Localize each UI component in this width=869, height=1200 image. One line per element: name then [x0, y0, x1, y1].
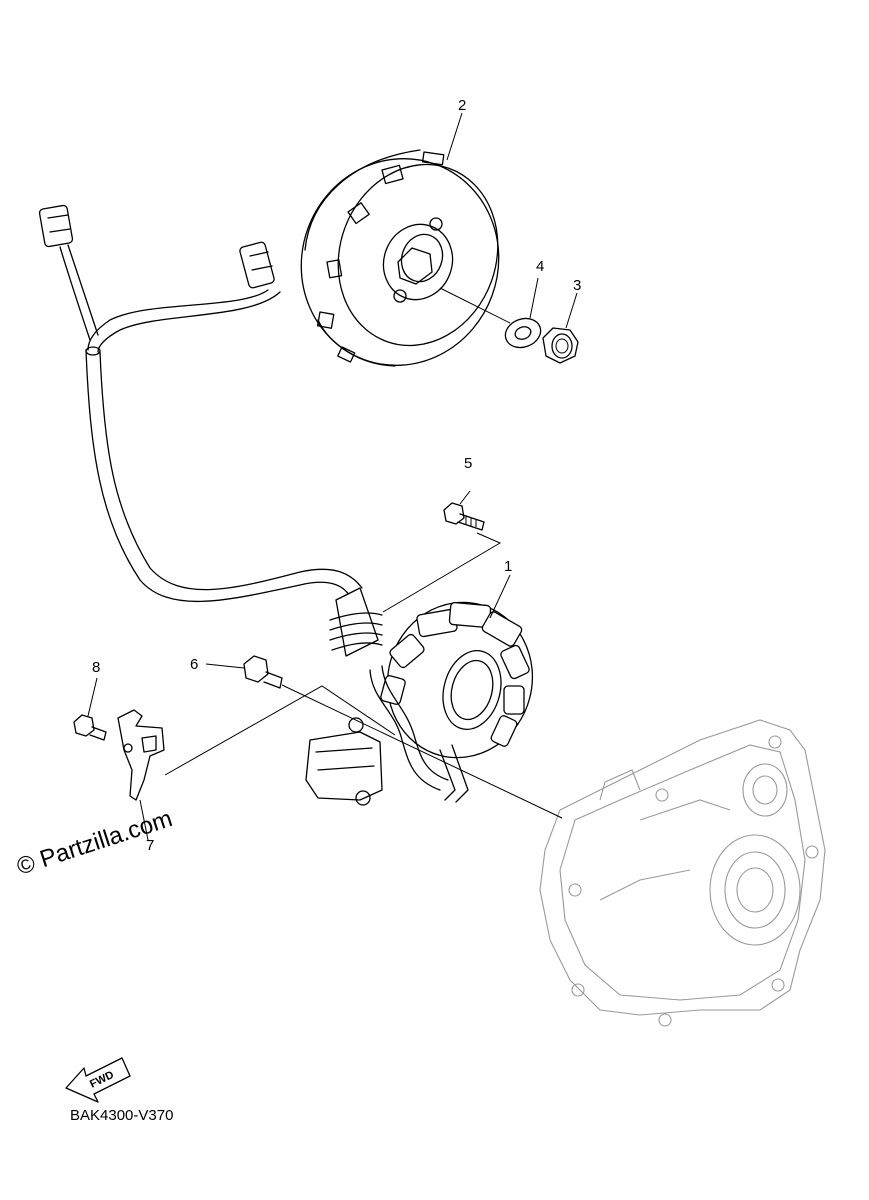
- callout-1: 1: [504, 558, 512, 575]
- flywheel-rotor: [300, 149, 511, 367]
- washer: [504, 277, 542, 349]
- wire-harness: [38, 204, 383, 657]
- callout-8: 8: [92, 659, 100, 676]
- callout-5: 5: [464, 455, 472, 472]
- fwd-arrow-icon: FWD: [65, 1057, 131, 1103]
- stator-assembly: [305, 601, 534, 806]
- callout-3: 3: [573, 277, 581, 294]
- callout-6: 6: [190, 656, 198, 673]
- callout-7: 7: [146, 837, 154, 854]
- callout-2: 2: [458, 97, 466, 114]
- crankcase-cover-ghost: [539, 719, 826, 1027]
- bolt-8: [73, 677, 107, 741]
- plate-7: [117, 685, 396, 841]
- callout-leader-1: [489, 574, 511, 619]
- diagram-code: BAK4300-V370: [70, 1107, 173, 1124]
- callout-leader-2: [446, 112, 463, 161]
- flywheel-nut: [542, 292, 579, 364]
- bolt-6: [205, 655, 563, 819]
- bolt-5: [382, 490, 502, 613]
- callout-4: 4: [536, 258, 544, 275]
